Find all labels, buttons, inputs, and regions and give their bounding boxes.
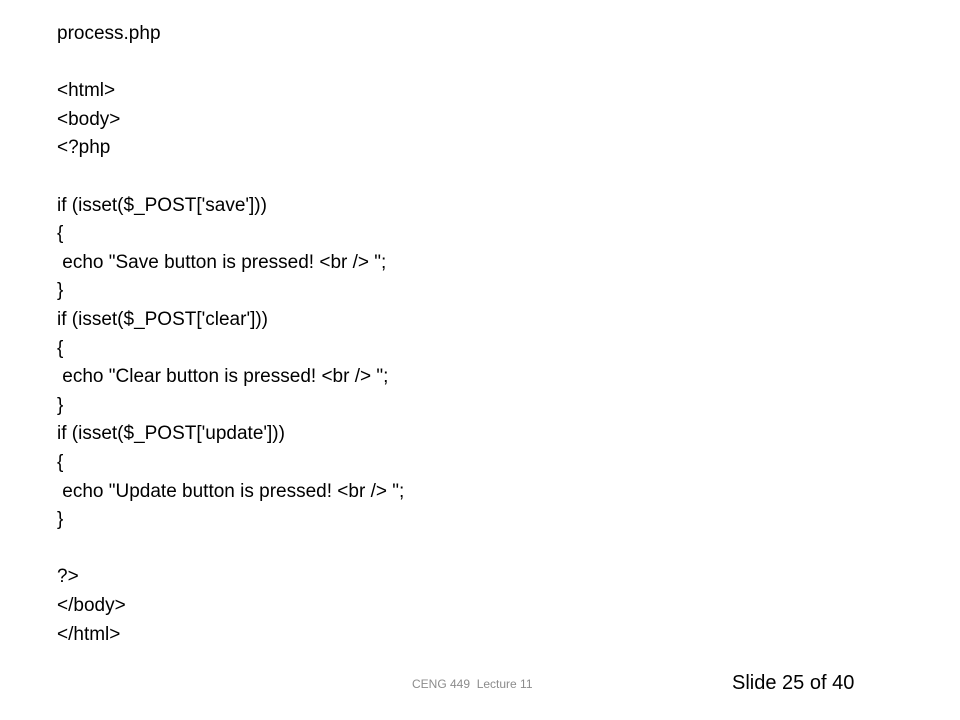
code-line-if-clear: if (isset($_POST['clear'])) <box>57 309 269 330</box>
code-line-brace-open: { <box>57 337 64 359</box>
code-line-php-close: ?> <box>57 566 79 588</box>
code-line-body-close: </body> <box>57 595 126 616</box>
code-line-brace-close: } <box>57 509 64 531</box>
code-line-body-open: <body> <box>57 108 121 130</box>
code-line-brace-close: } <box>57 280 64 302</box>
code-line-brace-open: { <box>57 223 64 245</box>
code-line-html-close: </html> <box>57 623 121 645</box>
code-line-html-open: <html> <box>57 80 116 102</box>
code-line-php-open: <?php <box>57 137 111 159</box>
code-line-echo-save: echo "Save button is pressed! <br /> "; <box>57 251 387 273</box>
code-line-brace-close: } <box>57 394 64 416</box>
code-line-filename: process.php <box>57 23 161 44</box>
code-line-echo-update: echo "Update button is pressed! <br /> "… <box>57 480 405 502</box>
code-line-if-save: if (isset($_POST['save'])) <box>57 194 267 216</box>
code-line-if-update: if (isset($_POST['update'])) <box>57 423 285 445</box>
code-line-echo-clear: echo "Clear button is pressed! <br /> "; <box>57 366 389 388</box>
slide-number: Slide 25 of 40 <box>732 672 855 694</box>
code-line-brace-open: { <box>57 452 64 473</box>
footer-course-label: CENG 449 Lecture 11 <box>412 677 533 691</box>
